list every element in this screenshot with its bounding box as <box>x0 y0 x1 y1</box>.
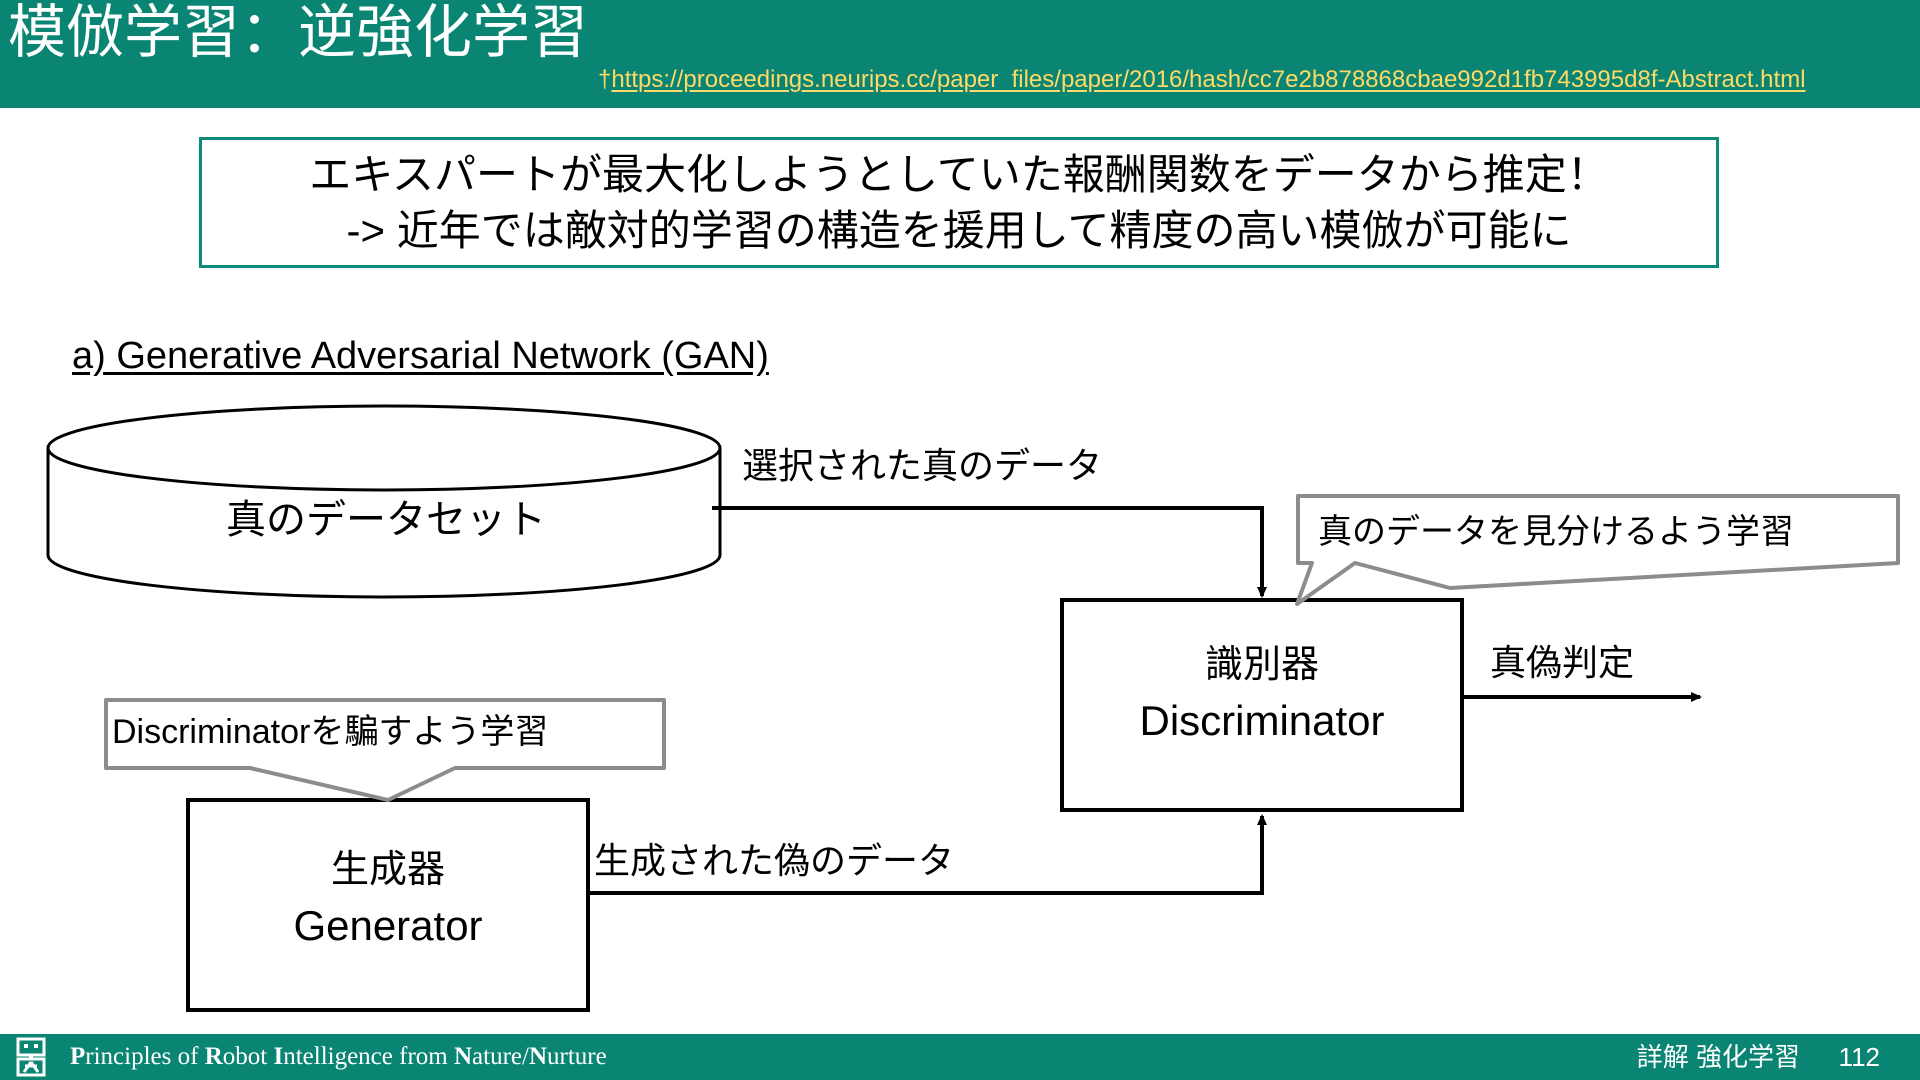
slide-footer <box>0 1034 1920 1080</box>
reference-link-container: †https://proceedings.neurips.cc/paper_fi… <box>598 66 1806 94</box>
footer-brand: Principles of Robot Intelligence from Na… <box>70 1040 607 1074</box>
footer-brand-rest-5: urture <box>547 1043 607 1070</box>
footer-brand-rest-4: ature/ <box>472 1043 529 1070</box>
real-dataset-cylinder <box>46 404 722 599</box>
footer-book-title: 詳解 強化学習 <box>1636 1042 1800 1072</box>
footer-brand-rest-2: obot <box>222 1043 274 1070</box>
edge-generated-fake-data <box>588 814 1267 895</box>
discriminator-label-en: Discriminator <box>1139 697 1385 744</box>
edge-label-selected-real-data: 選択された真のデータ <box>742 445 1103 486</box>
callout-learn-real <box>1295 494 1900 606</box>
edge-label-generated-fake-data: 生成された偽のデータ <box>594 840 955 881</box>
dagger-symbol: † <box>598 66 612 93</box>
footer-brand-rest-1: rinciples of <box>85 1043 205 1070</box>
real-dataset-label: 真のデータセット <box>226 498 546 542</box>
footer-page-number: 112 <box>1838 1042 1880 1072</box>
robot-icon <box>16 1037 46 1077</box>
summary-line-2: -> 近年では敵対的学習の構造を援用して精度の高い模倣が可能に <box>346 206 1572 254</box>
footer-brand-n2: N <box>528 1043 548 1070</box>
generator-box <box>186 798 590 1012</box>
summary-line-1: エキスパートが最大化しようとしていた報酬関数をデータから推定！ <box>309 150 1609 198</box>
slide-header: 模倣学習：逆強化学習 †https://proceedings.neurips.… <box>0 0 1920 108</box>
section-heading-gan: a) Generative Adversarial Network (GAN) <box>72 335 769 377</box>
generator-label-en: Generator <box>293 902 483 949</box>
page-title: 模倣学習：逆強化学習 <box>8 0 589 65</box>
callout-label-fool-discriminator: Discriminatorを騙すよう学習 <box>112 713 549 751</box>
discriminator-label-ja: 識別器 <box>1204 644 1319 686</box>
summary-callout-box: エキスパートが最大化しようとしていた報酬関数をデータから推定！ -> 近年では敵… <box>199 137 1719 268</box>
discriminator-box <box>1060 598 1464 812</box>
footer-brand-i: I <box>273 1043 284 1070</box>
edge-label-verdict: 真偽判定 <box>1490 642 1635 683</box>
reference-url-link[interactable]: https://proceedings.neurips.cc/paper_fil… <box>611 66 1806 93</box>
footer-brand-n: N <box>453 1043 473 1070</box>
generator-label-ja: 生成器 <box>330 849 445 891</box>
footer-brand-r: R <box>204 1043 223 1070</box>
footer-brand-rest-3: ntelligence from <box>283 1043 454 1070</box>
callout-label-learn-real: 真のデータを見分けるよう学習 <box>1318 513 1794 551</box>
footer-brand-p: P <box>70 1043 86 1070</box>
callout-fool-discriminator <box>104 698 666 802</box>
edge-selected-real-data <box>712 506 1267 598</box>
